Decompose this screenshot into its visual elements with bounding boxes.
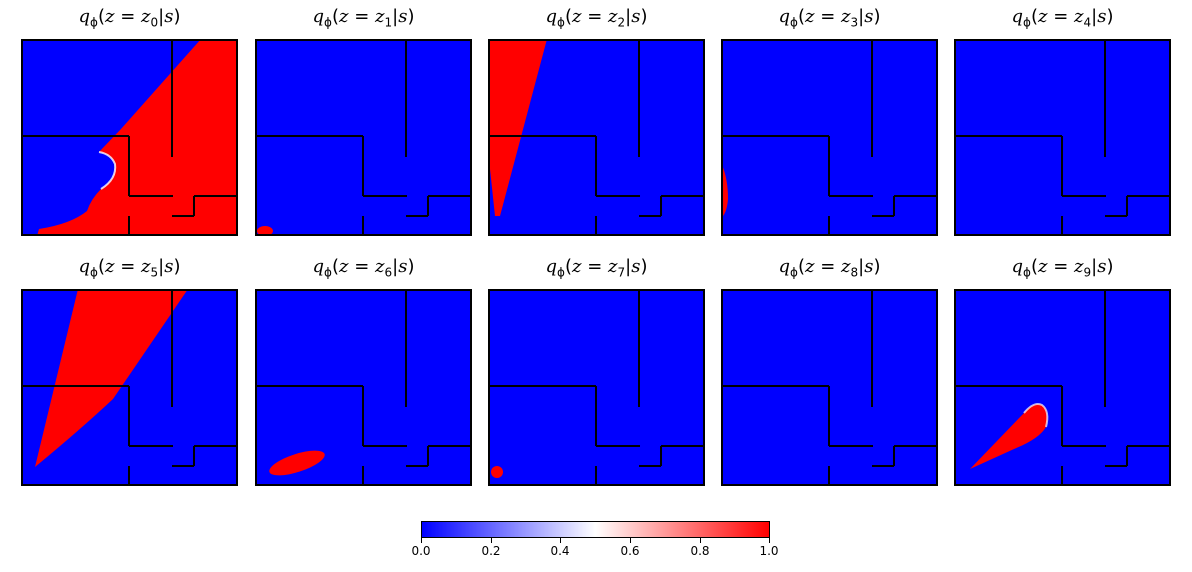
heatmap-image — [21, 289, 238, 486]
panel-title: qϕ(z = z2|s) — [545, 6, 648, 30]
heatmap-panel-z5: qϕ(z = z5|s) — [21, 256, 238, 486]
colorbar-tick — [769, 538, 770, 543]
colorbar-tick-label: 0.4 — [550, 544, 570, 558]
heatmap-image — [21, 39, 238, 236]
heatmap-panel-z7: qϕ(z = z7|s) — [488, 256, 705, 486]
colorbar-tick-label: 0.8 — [690, 544, 710, 558]
heatmap-image — [488, 289, 705, 486]
heatmap-image — [255, 289, 472, 486]
colorbar-tick — [421, 538, 422, 543]
heatmap-image — [954, 39, 1171, 236]
panel-title: qϕ(z = z0|s) — [78, 6, 181, 30]
heatmap-panel-z4: qϕ(z = z4|s) — [954, 6, 1171, 236]
heatmap-image — [721, 39, 938, 236]
heatmap-image — [954, 289, 1171, 486]
heatmap-panel-z9: qϕ(z = z9|s) — [954, 256, 1171, 486]
colorbar-tick — [491, 538, 492, 543]
panel-title: qϕ(z = z6|s) — [312, 256, 415, 280]
heatmap-panel-z2: qϕ(z = z2|s) — [488, 6, 705, 236]
heatmap-panel-z6: qϕ(z = z6|s) — [255, 256, 472, 486]
heatmap-image — [721, 289, 938, 486]
colorbar-tick — [700, 538, 701, 543]
colorbar-tick — [630, 538, 631, 543]
colorbar-tick-label: 1.0 — [759, 544, 779, 558]
panel-title: qϕ(z = z4|s) — [1011, 6, 1114, 30]
colorbar-tick-label: 0.6 — [620, 544, 640, 558]
heatmap-panel-z8: qϕ(z = z8|s) — [721, 256, 938, 486]
panel-title: qϕ(z = z9|s) — [1011, 256, 1114, 280]
panel-title: qϕ(z = z8|s) — [778, 256, 881, 280]
heatmap-image — [488, 39, 705, 236]
panel-title: qϕ(z = z1|s) — [312, 6, 415, 30]
heatmap-panel-z0: qϕ(z = z0|s) — [21, 6, 238, 236]
colorbar-tick — [560, 538, 561, 543]
panel-title: qϕ(z = z3|s) — [778, 6, 881, 30]
panel-title: qϕ(z = z7|s) — [545, 256, 648, 280]
panel-title: qϕ(z = z5|s) — [78, 256, 181, 280]
heatmap-image — [255, 39, 472, 236]
heatmap-panel-z3: qϕ(z = z3|s) — [721, 6, 938, 236]
heatmap-panel-z1: qϕ(z = z1|s) — [255, 6, 472, 236]
colorbar — [421, 521, 770, 538]
colorbar-tick-label: 0.0 — [411, 544, 431, 558]
colorbar-tick-label: 0.2 — [481, 544, 501, 558]
